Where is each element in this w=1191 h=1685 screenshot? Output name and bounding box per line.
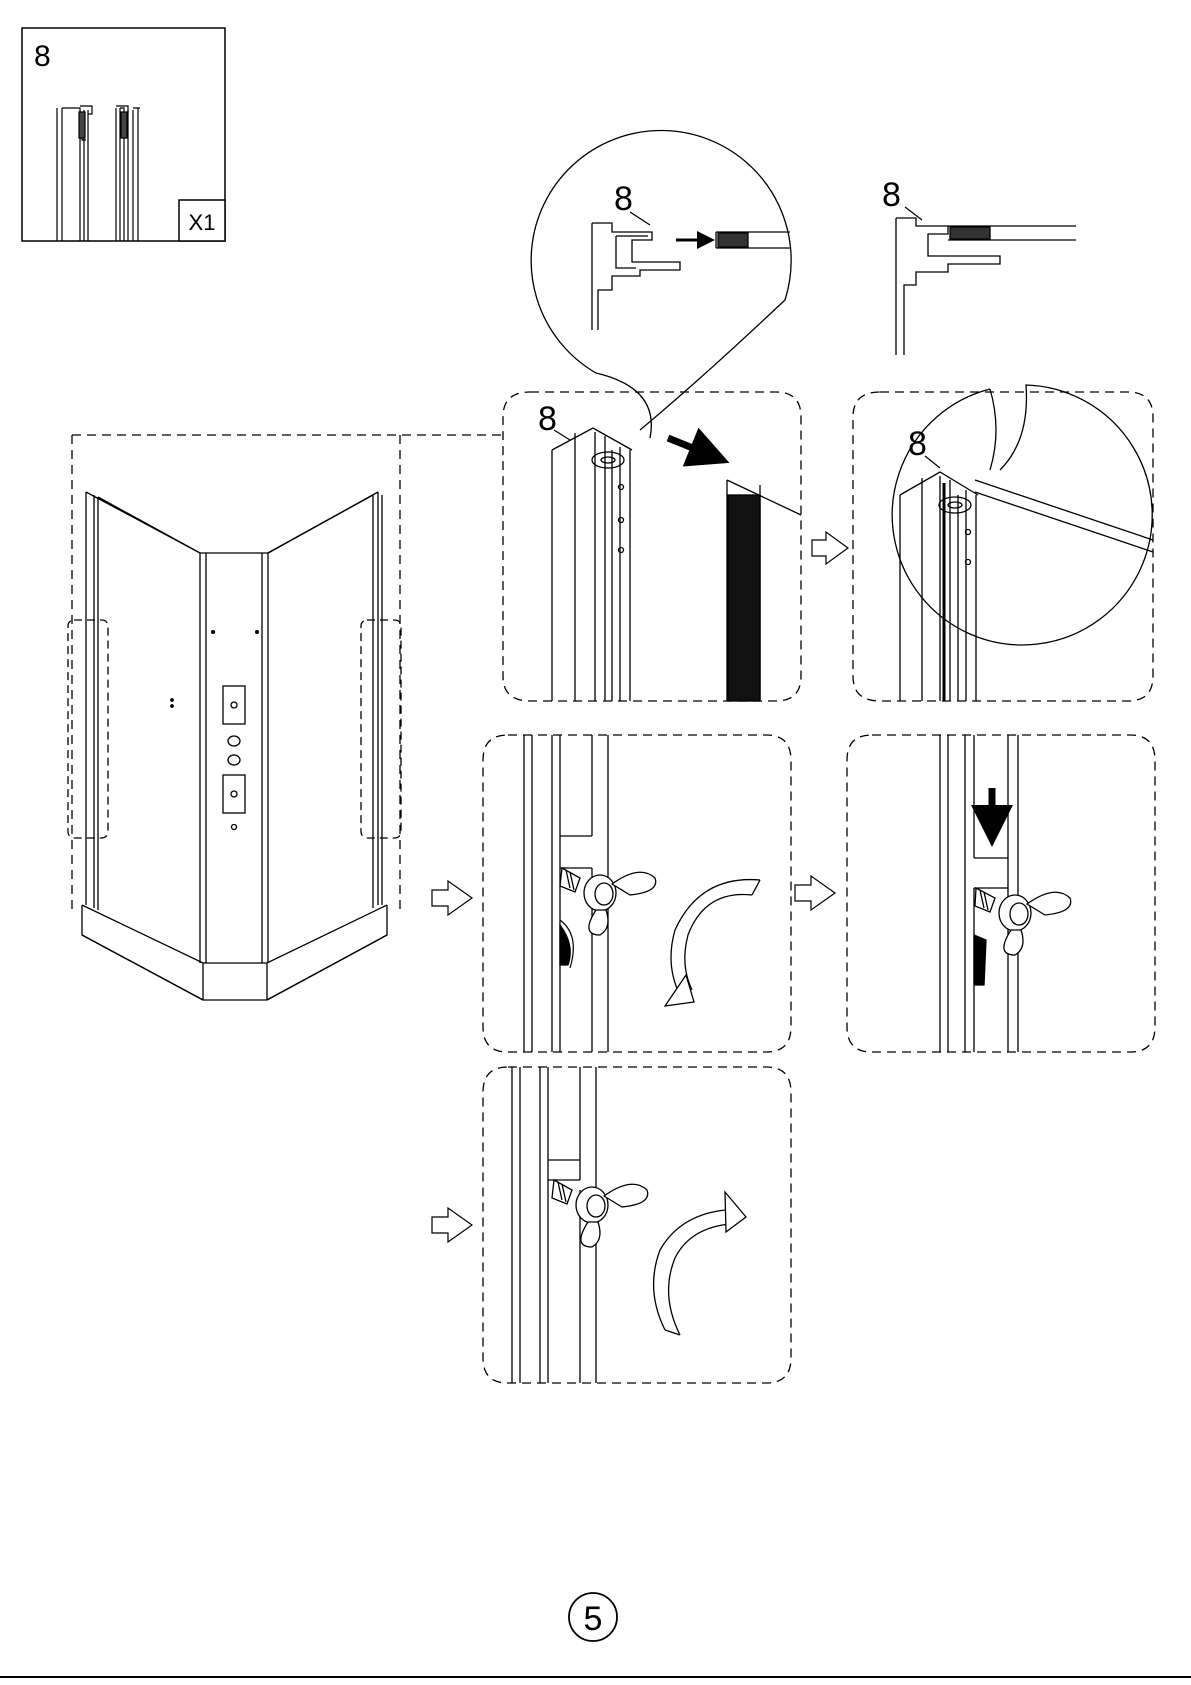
step4-arrow-icon — [795, 876, 835, 910]
step1-callout: 8 — [538, 400, 557, 438]
step3-arrow-icon — [432, 881, 472, 915]
quantity-label: X1 — [189, 210, 216, 235]
page-number-badge: 5 — [569, 1593, 617, 1641]
step5-panel — [483, 1067, 791, 1383]
step2-panel — [853, 392, 1153, 701]
step2-leader — [925, 456, 940, 468]
step4-panel — [847, 735, 1155, 1052]
wing-nut-icon — [975, 888, 1071, 955]
step2-callout: 8 — [908, 425, 927, 463]
step1-panel — [503, 392, 801, 701]
next-step-arrow-icon — [812, 532, 848, 564]
wing-nut-icon — [560, 868, 656, 935]
part-number-label: 8 — [34, 40, 51, 73]
zoom-right-callout: 8 — [882, 176, 901, 214]
page-number: 5 — [584, 1600, 603, 1638]
step5-arrow-icon — [432, 1208, 472, 1242]
step3-panel — [483, 735, 791, 1052]
shower-enclosure-overview — [68, 435, 502, 1000]
zoom-circle-left — [531, 131, 791, 438]
part-box: 8 X1 — [22, 28, 225, 241]
zoom-circle-right — [892, 218, 1152, 645]
zoom-left-leader — [630, 212, 650, 225]
wing-nut-icon — [552, 1180, 648, 1247]
slide-arrow-icon — [668, 438, 710, 455]
